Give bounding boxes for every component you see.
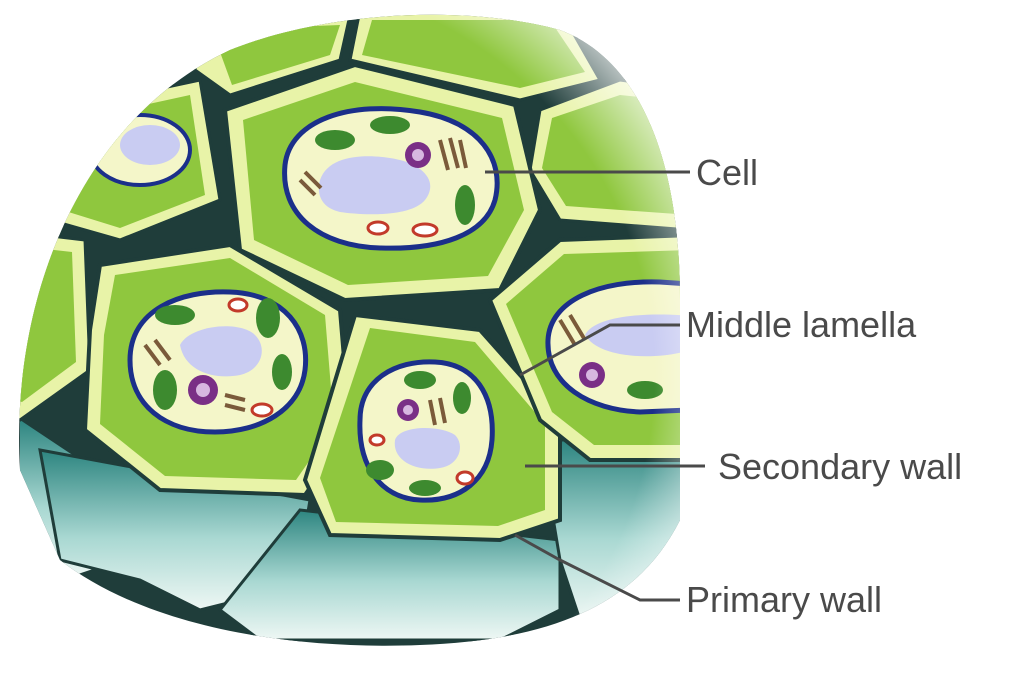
- tissue-block: [19, 14, 680, 646]
- leader-line-middle-lamella: [519, 323, 680, 377]
- label-middle-lamella: Middle lamella: [686, 304, 917, 345]
- label-secondary-wall: Secondary wall: [718, 446, 962, 487]
- label-cell: Cell: [696, 152, 758, 193]
- leader-line-primary-wall: [514, 533, 680, 602]
- leader-lines: [485, 170, 705, 602]
- label-primary-wall: Primary wall: [686, 579, 882, 620]
